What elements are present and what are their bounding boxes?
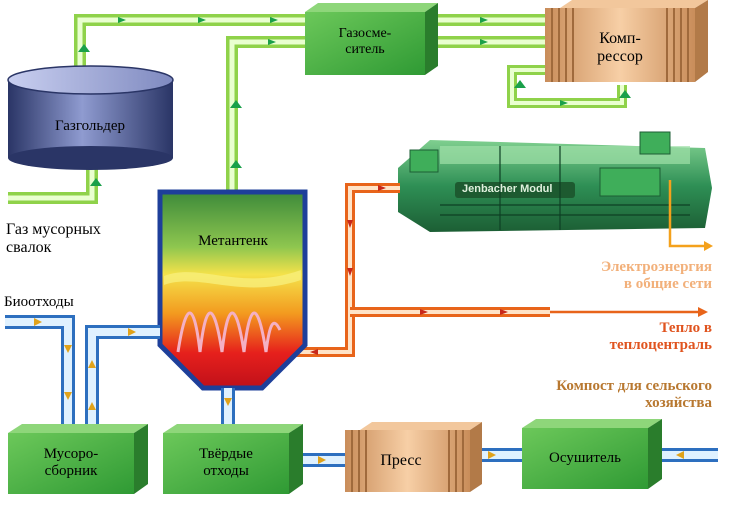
biowaste-label: Биоотходы [4,294,74,310]
waste-collector-box [8,424,148,494]
heat-label-line2: теплоцентраль [609,337,712,354]
gas-mixer-box [305,3,438,75]
solid-waste-label: Твёрдые отходы [163,446,289,481]
solid-waste-box [163,424,303,494]
dryer-label: Осушитель [549,450,621,466]
compressor-label: Комп- рессор [560,30,680,67]
press-box [345,422,482,492]
landfill-gas-label-line2: свалок [6,239,52,257]
electricity-label: Электроэнергия в общие сети [601,259,712,294]
electricity-label-line1: Электроэнергия [601,259,712,275]
compressor-box [545,0,708,82]
press-label: Пресс [380,452,422,469]
gasholder-tank [7,65,174,170]
compressor-label-line2: рессор [597,48,643,66]
compost-label-line2: хозяйства [645,395,712,412]
waste-flow-arrows [34,318,684,464]
waste-collector-label-line2: сборник [44,463,98,480]
heat-label-line1: Тепло в [659,320,713,336]
heat-label: Тепло в теплоцентраль [610,320,712,355]
solid-waste-label-line1: Твёрдые [199,446,253,462]
solid-waste-label-line2: отходы [203,463,249,480]
electricity-label-line2: в общие сети [623,276,712,293]
gas-mixer-label: Газосме- ситель [305,26,425,58]
compost-label: Компост для сельского хозяйства [556,378,712,413]
landfill-gas-label-line1: Газ мусорных [6,221,101,238]
gas-flow-arrows [78,17,631,186]
dryer-box [522,419,662,489]
waste-collector-label: Мусоро- сборник [8,446,134,481]
engine-plate-label: Jenbacher Modul [462,183,553,195]
gasholder-label: Газгольдер [54,118,126,134]
gas-mixer-label-line1: Газосме- [338,26,392,41]
gas-engine [398,131,712,232]
gas-pipes [8,14,627,204]
gas-mixer-label-line2: ситель [345,42,385,58]
waste-collector-label-line1: Мусоро- [43,446,99,462]
compressor-label-line1: Комп- [599,30,641,47]
electricity-line [668,180,713,251]
landfill-gas-label: Газ мусорных свалок [6,221,101,258]
heat-pipes [290,183,708,357]
digester-tank [157,189,308,391]
compost-label-line1: Компост для сельского [556,378,712,394]
digester-label: Метантенк [198,233,268,249]
